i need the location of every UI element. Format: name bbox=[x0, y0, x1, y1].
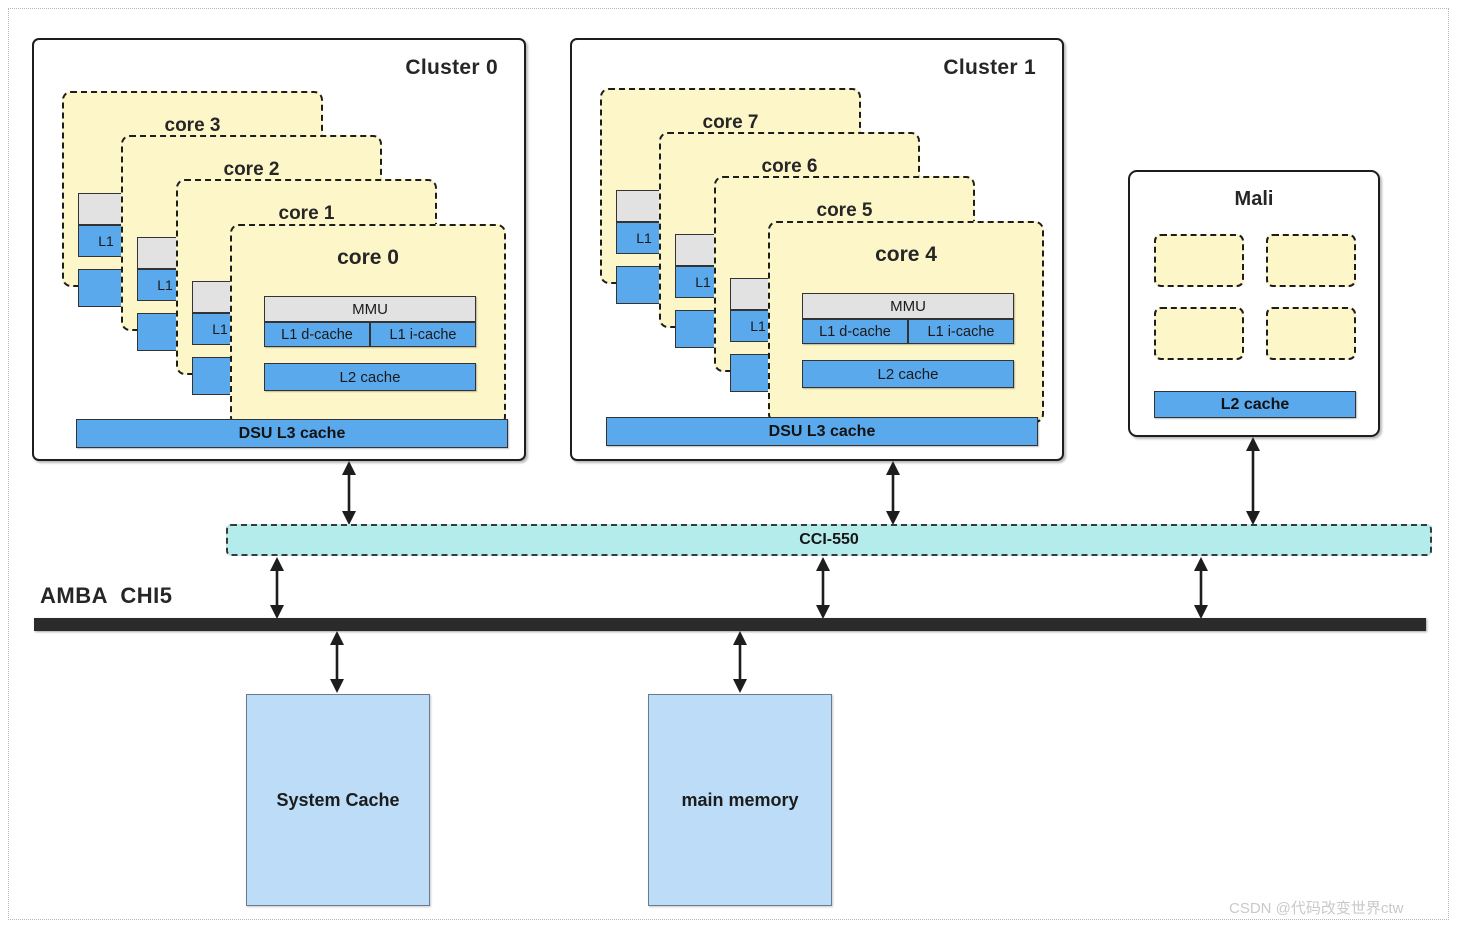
cluster-0-box[interactable]: Cluster 0 core 3 L1 core 2 L1 core 1 L1 … bbox=[32, 38, 526, 461]
amba-chi5-bus[interactable] bbox=[34, 618, 1426, 631]
cluster-1-title: Cluster 1 bbox=[943, 56, 1036, 79]
core-3-label: core 3 bbox=[164, 115, 221, 136]
mali-shader-core-3[interactable] bbox=[1154, 307, 1244, 360]
arrow-cci-to-bus-left bbox=[266, 557, 288, 619]
core-0-label: core 0 bbox=[337, 246, 399, 269]
core-5-label: core 5 bbox=[816, 200, 873, 221]
page-border bbox=[8, 8, 1449, 920]
core-0-l2-cache-block[interactable]: L2 cache bbox=[264, 363, 476, 391]
cci-550-interconnect[interactable]: CCI-550 bbox=[226, 524, 1432, 556]
core-0-box[interactable]: core 0 MMU L1 d-cache L1 i-cache L2 cach… bbox=[230, 224, 506, 426]
arrow-bus-to-main-memory bbox=[729, 631, 751, 693]
arrow-cci-to-bus-middle bbox=[812, 557, 834, 619]
arrow-cci-to-bus-right bbox=[1190, 557, 1212, 619]
mali-shader-core-1[interactable] bbox=[1154, 234, 1244, 287]
core-4-box[interactable]: core 4 MMU L1 d-cache L1 i-cache L2 cach… bbox=[768, 221, 1044, 423]
core-2-label: core 2 bbox=[223, 159, 280, 180]
core-0-l1-dcache-block[interactable]: L1 d-cache bbox=[264, 322, 370, 347]
core-6-label: core 6 bbox=[761, 156, 818, 177]
mali-gpu-box[interactable]: Mali L2 cache bbox=[1128, 170, 1380, 437]
csdn-watermark: CSDN @代码改变世界ctw bbox=[1229, 900, 1404, 917]
core-4-mmu-block[interactable]: MMU bbox=[802, 293, 1014, 319]
core-7-label: core 7 bbox=[702, 112, 759, 133]
system-cache-box[interactable]: System Cache bbox=[246, 694, 430, 906]
arrow-cluster1-to-cci bbox=[882, 461, 904, 525]
cluster-1-dsu-l3-cache[interactable]: DSU L3 cache bbox=[606, 417, 1038, 446]
core-1-label: core 1 bbox=[278, 203, 335, 224]
core-0-mmu-block[interactable]: MMU bbox=[264, 296, 476, 322]
arrow-cluster0-to-cci bbox=[338, 461, 360, 525]
cluster-0-title: Cluster 0 bbox=[405, 56, 498, 79]
arrow-mali-to-cci bbox=[1242, 437, 1264, 525]
mali-shader-core-4[interactable] bbox=[1266, 307, 1356, 360]
core-4-l1-icache-block[interactable]: L1 i-cache bbox=[908, 319, 1014, 344]
arrow-bus-to-system-cache bbox=[326, 631, 348, 693]
core-0-l1-icache-block[interactable]: L1 i-cache bbox=[370, 322, 476, 347]
mali-shader-core-2[interactable] bbox=[1266, 234, 1356, 287]
amba-chi5-label: AMBA CHI5 bbox=[40, 583, 173, 608]
core-4-l2-cache-block[interactable]: L2 cache bbox=[802, 360, 1014, 388]
cluster-0-dsu-l3-cache[interactable]: DSU L3 cache bbox=[76, 419, 508, 448]
mali-title: Mali bbox=[1234, 188, 1274, 210]
cluster-1-box[interactable]: Cluster 1 core 7 L1 core 6 L1 core 5 L1 … bbox=[570, 38, 1064, 461]
core-4-l1-dcache-block[interactable]: L1 d-cache bbox=[802, 319, 908, 344]
core-4-label: core 4 bbox=[875, 243, 937, 266]
main-memory-box[interactable]: main memory bbox=[648, 694, 832, 906]
mali-l2-cache[interactable]: L2 cache bbox=[1154, 391, 1356, 418]
